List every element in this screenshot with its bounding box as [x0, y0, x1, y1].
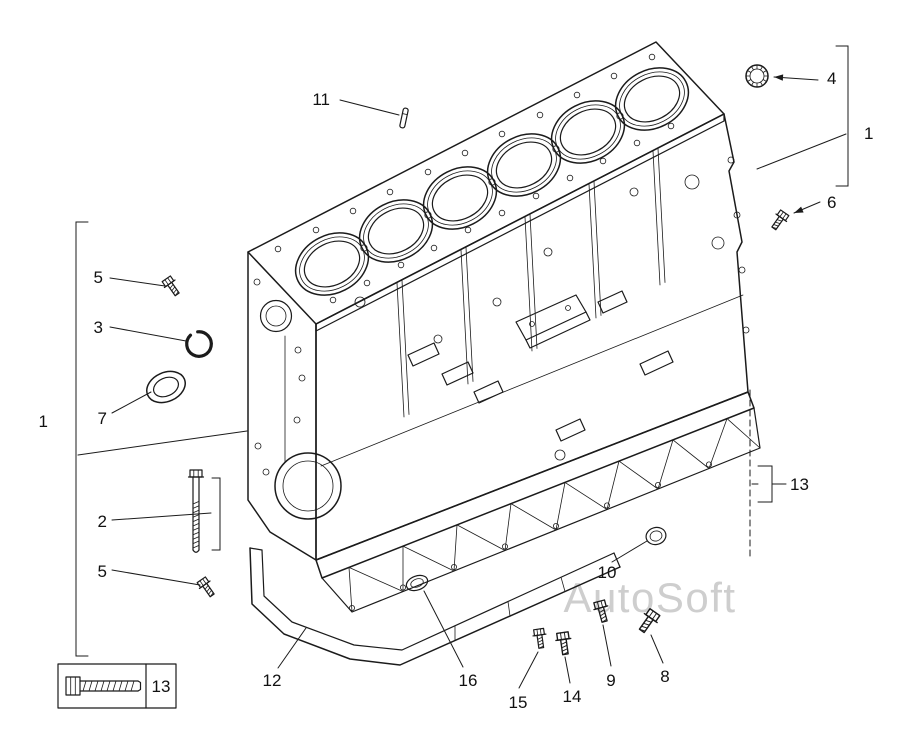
- long-bolt-icon: [187, 469, 205, 553]
- seal-ring-icon: [146, 370, 186, 404]
- bracket-left: [75, 221, 89, 657]
- leader-line: [650, 634, 664, 664]
- cup-plug-icon: [645, 526, 667, 546]
- callout-labels: 11 4 1 6 5 3 7 1 2 5 13 12 16 15 14 9 8 …: [39, 69, 874, 712]
- retaining-ring-icon: [185, 330, 213, 358]
- cylinder-bore: [422, 166, 498, 230]
- watermark-text: AutoSoft: [563, 574, 736, 621]
- callout-11: 11: [312, 90, 330, 109]
- cylinder-bore: [294, 232, 370, 296]
- legend-box: 13: [57, 663, 177, 709]
- deck-bolt-holes: [274, 53, 675, 304]
- engine-block-drawing: [247, 41, 761, 666]
- leader-line: [111, 569, 201, 586]
- leader-line: [109, 277, 166, 287]
- hex-bolt-icon: [160, 274, 184, 299]
- callout-6: 6: [827, 193, 836, 212]
- side-face: [315, 113, 750, 561]
- callout-12: 12: [263, 671, 282, 690]
- side-face-ribs: [396, 148, 666, 418]
- leader-line: [111, 512, 212, 521]
- bracket-right: [835, 45, 849, 187]
- callout-4: 4: [827, 69, 836, 88]
- cylinder-bore: [550, 100, 626, 164]
- callout-8: 8: [660, 667, 669, 686]
- leader-line: [602, 624, 612, 667]
- leader-line: [111, 391, 152, 414]
- legend-bolt-icon: [65, 676, 142, 696]
- side-face-holes: [354, 156, 750, 461]
- side-face-pads: [407, 290, 674, 442]
- leader-line: [339, 99, 400, 116]
- leader-line: [564, 656, 571, 684]
- callout-5-lower: 5: [98, 562, 107, 581]
- cylinder-bore: [614, 67, 690, 131]
- callout-1-left: 1: [39, 412, 48, 431]
- callout-13-right: 13: [790, 475, 809, 494]
- arrowhead: [794, 206, 804, 213]
- callout-1-right: 1: [864, 124, 873, 143]
- hex-bolt-icon: [554, 630, 574, 656]
- rail-gussets: [348, 418, 761, 613]
- cup-plug-icon: [745, 64, 769, 88]
- hex-bolt-icon: [531, 627, 549, 650]
- leader-line: [277, 627, 307, 669]
- callout-7: 7: [98, 409, 107, 428]
- oil-pan: [249, 547, 621, 666]
- dowel-pin-icon: [399, 107, 409, 129]
- front-end-face: [247, 251, 342, 561]
- loose-parts: [146, 64, 791, 656]
- leader-line: [518, 651, 539, 689]
- bottom-rail: [315, 391, 761, 613]
- leader-line: [611, 540, 648, 563]
- cylinder-bores: [294, 67, 690, 296]
- bracket-item-2: [211, 477, 221, 551]
- cylinder-bore: [486, 133, 562, 197]
- callout-10: 10: [598, 563, 617, 582]
- leader-line: [423, 590, 464, 668]
- callout-9: 9: [606, 671, 615, 690]
- callout-5-upper: 5: [94, 268, 103, 287]
- drain-opening: [405, 574, 429, 592]
- leader-line: [756, 133, 847, 170]
- hex-bolt-icon: [767, 208, 791, 233]
- leader-line: [109, 326, 187, 342]
- callout-3: 3: [94, 318, 103, 337]
- callout-2: 2: [98, 512, 107, 531]
- callout-16: 16: [459, 671, 478, 690]
- callout-15: 15: [509, 693, 528, 712]
- arrowhead: [774, 74, 784, 81]
- cylinder-bore: [358, 199, 434, 263]
- bracket-item-13: [757, 465, 773, 503]
- leader-lines: [75, 45, 849, 689]
- hex-bolt-icon: [195, 575, 219, 600]
- legend-label: 13: [152, 677, 171, 696]
- callout-14: 14: [563, 687, 582, 706]
- leader-line: [77, 430, 248, 456]
